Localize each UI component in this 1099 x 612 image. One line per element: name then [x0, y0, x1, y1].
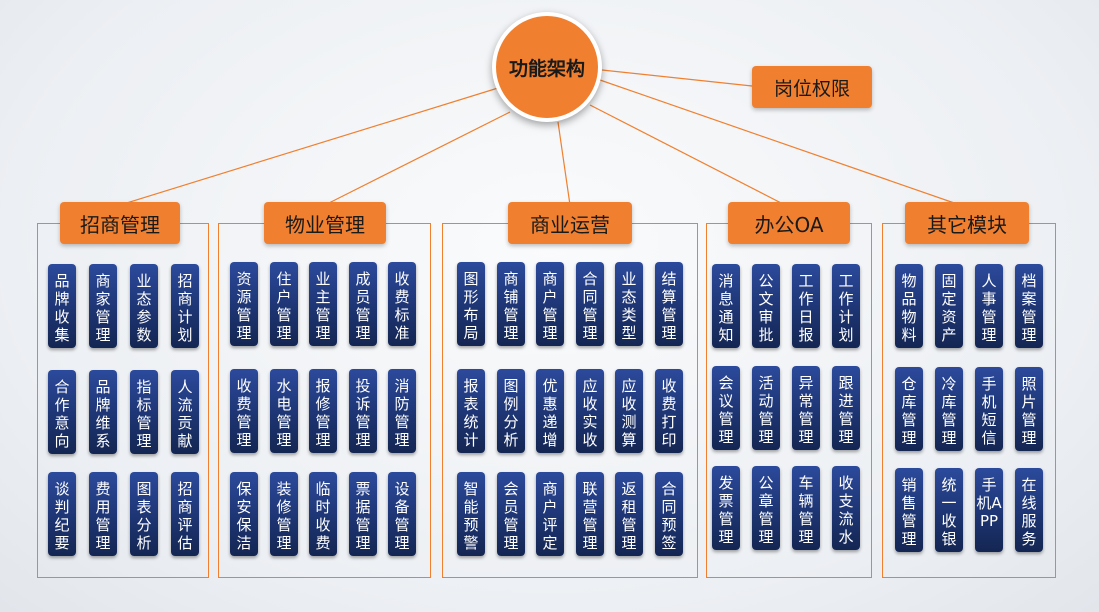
- module-tile: 公章管理: [752, 466, 780, 550]
- group-title: 商业运营: [508, 202, 632, 244]
- module-tile: 合同预签: [655, 472, 683, 556]
- module-tile: 品牌维系: [89, 370, 117, 454]
- group-border-top: [882, 223, 905, 224]
- module-tile: 业态参数: [130, 264, 158, 348]
- module-tile: 业主管理: [309, 262, 337, 346]
- module-tile: 资源管理: [230, 262, 258, 346]
- group-border-top: [386, 223, 431, 224]
- module-tile: 返租管理: [615, 472, 643, 556]
- module-tile: 冷库管理: [935, 367, 963, 451]
- module-tile: 住户管理: [270, 262, 298, 346]
- module-tile: 谈判纪要: [48, 472, 76, 556]
- module-tile: 商铺管理: [497, 262, 525, 346]
- group-box: [442, 223, 698, 578]
- module-tile: 手机APP: [975, 468, 1003, 552]
- group-box: [37, 223, 209, 578]
- module-tile: 会议管理: [712, 366, 740, 450]
- module-tile: 保安保洁: [230, 472, 258, 556]
- module-tile: 照片管理: [1015, 367, 1043, 451]
- module-tile: 报修管理: [309, 369, 337, 453]
- group-border-top: [1029, 223, 1056, 224]
- module-tile: 手机短信: [975, 367, 1003, 451]
- group-box: [706, 223, 872, 578]
- group-border-top: [218, 223, 264, 224]
- module-tile: 招商评估: [171, 472, 199, 556]
- group-title: 其它模块: [905, 202, 1029, 244]
- module-tile: 消防管理: [388, 369, 416, 453]
- module-tile: 水电管理: [270, 369, 298, 453]
- module-tile: 档案管理: [1015, 264, 1043, 348]
- module-tile: 商家管理: [89, 264, 117, 348]
- module-tile: 合作意向: [48, 370, 76, 454]
- module-tile: 固定资产: [935, 264, 963, 348]
- module-tile: 指标管理: [130, 370, 158, 454]
- connector-line: [119, 87, 499, 206]
- module-tile: 成员管理: [349, 262, 377, 346]
- module-tile: 统一收银: [935, 468, 963, 552]
- module-tile: 消息通知: [712, 264, 740, 348]
- module-tile: 图例分析: [497, 369, 525, 453]
- module-tile: 收费打印: [655, 369, 683, 453]
- module-tile: 物品物料: [895, 264, 923, 348]
- module-tile: 结算管理: [655, 262, 683, 346]
- connector-line: [599, 79, 961, 206]
- module-tile: 图表分析: [130, 472, 158, 556]
- module-tile: 跟进管理: [832, 366, 860, 450]
- module-tile: 图形布局: [457, 262, 485, 346]
- group-border-top: [632, 223, 698, 224]
- module-tile: 收费标准: [388, 262, 416, 346]
- group-border-top: [706, 223, 728, 224]
- group-border-top: [37, 223, 60, 224]
- module-tile: 品牌收集: [48, 264, 76, 348]
- module-tile: 发票管理: [712, 466, 740, 550]
- connector-line: [601, 69, 753, 87]
- group-border-top: [442, 223, 508, 224]
- root-node: 功能架构: [492, 12, 602, 122]
- module-tile: 应收测算: [615, 369, 643, 453]
- module-tile: 公文审批: [752, 264, 780, 348]
- module-tile: 会员管理: [497, 472, 525, 556]
- connector-line: [557, 121, 571, 206]
- module-tile: 业态类型: [615, 262, 643, 346]
- module-tile: 合同管理: [576, 262, 604, 346]
- module-tile: 装修管理: [270, 472, 298, 556]
- connector-line: [324, 111, 511, 206]
- connector-line: [589, 104, 786, 206]
- module-tile: 票据管理: [349, 472, 377, 556]
- module-tile: 工作计划: [832, 264, 860, 348]
- module-tile: 异常管理: [792, 366, 820, 450]
- module-tile: 销售管理: [895, 468, 923, 552]
- group-title: 招商管理: [60, 202, 180, 244]
- group-border-top: [850, 223, 872, 224]
- module-tile: 应收实收: [576, 369, 604, 453]
- module-tile: 活动管理: [752, 366, 780, 450]
- module-tile: 报表统计: [457, 369, 485, 453]
- module-tile: 工作日报: [792, 264, 820, 348]
- module-tile: 商户管理: [536, 262, 564, 346]
- group-box: [882, 223, 1056, 578]
- module-tile: 设备管理: [388, 472, 416, 556]
- module-tile: 仓库管理: [895, 367, 923, 451]
- module-tile: 人事管理: [975, 264, 1003, 348]
- module-tile: 在线服务: [1015, 468, 1043, 552]
- module-tile: 智能预警: [457, 472, 485, 556]
- module-tile: 收费管理: [230, 369, 258, 453]
- module-tile: 车辆管理: [792, 466, 820, 550]
- module-tile: 招商计划: [171, 264, 199, 348]
- module-tile: 收支流水: [832, 466, 860, 550]
- group-title: 办公OA: [728, 202, 850, 244]
- module-tile: 费用管理: [89, 472, 117, 556]
- module-tile: 联营管理: [576, 472, 604, 556]
- module-tile: 临时收费: [309, 472, 337, 556]
- module-tile: 投诉管理: [349, 369, 377, 453]
- module-tile: 优惠递增: [536, 369, 564, 453]
- module-tile: 商户评定: [536, 472, 564, 556]
- group-title: 物业管理: [264, 202, 386, 244]
- group-box: [218, 223, 431, 578]
- group-border-top: [180, 223, 209, 224]
- module-tile: 人流贡献: [171, 370, 199, 454]
- permission-node: 岗位权限: [752, 66, 872, 108]
